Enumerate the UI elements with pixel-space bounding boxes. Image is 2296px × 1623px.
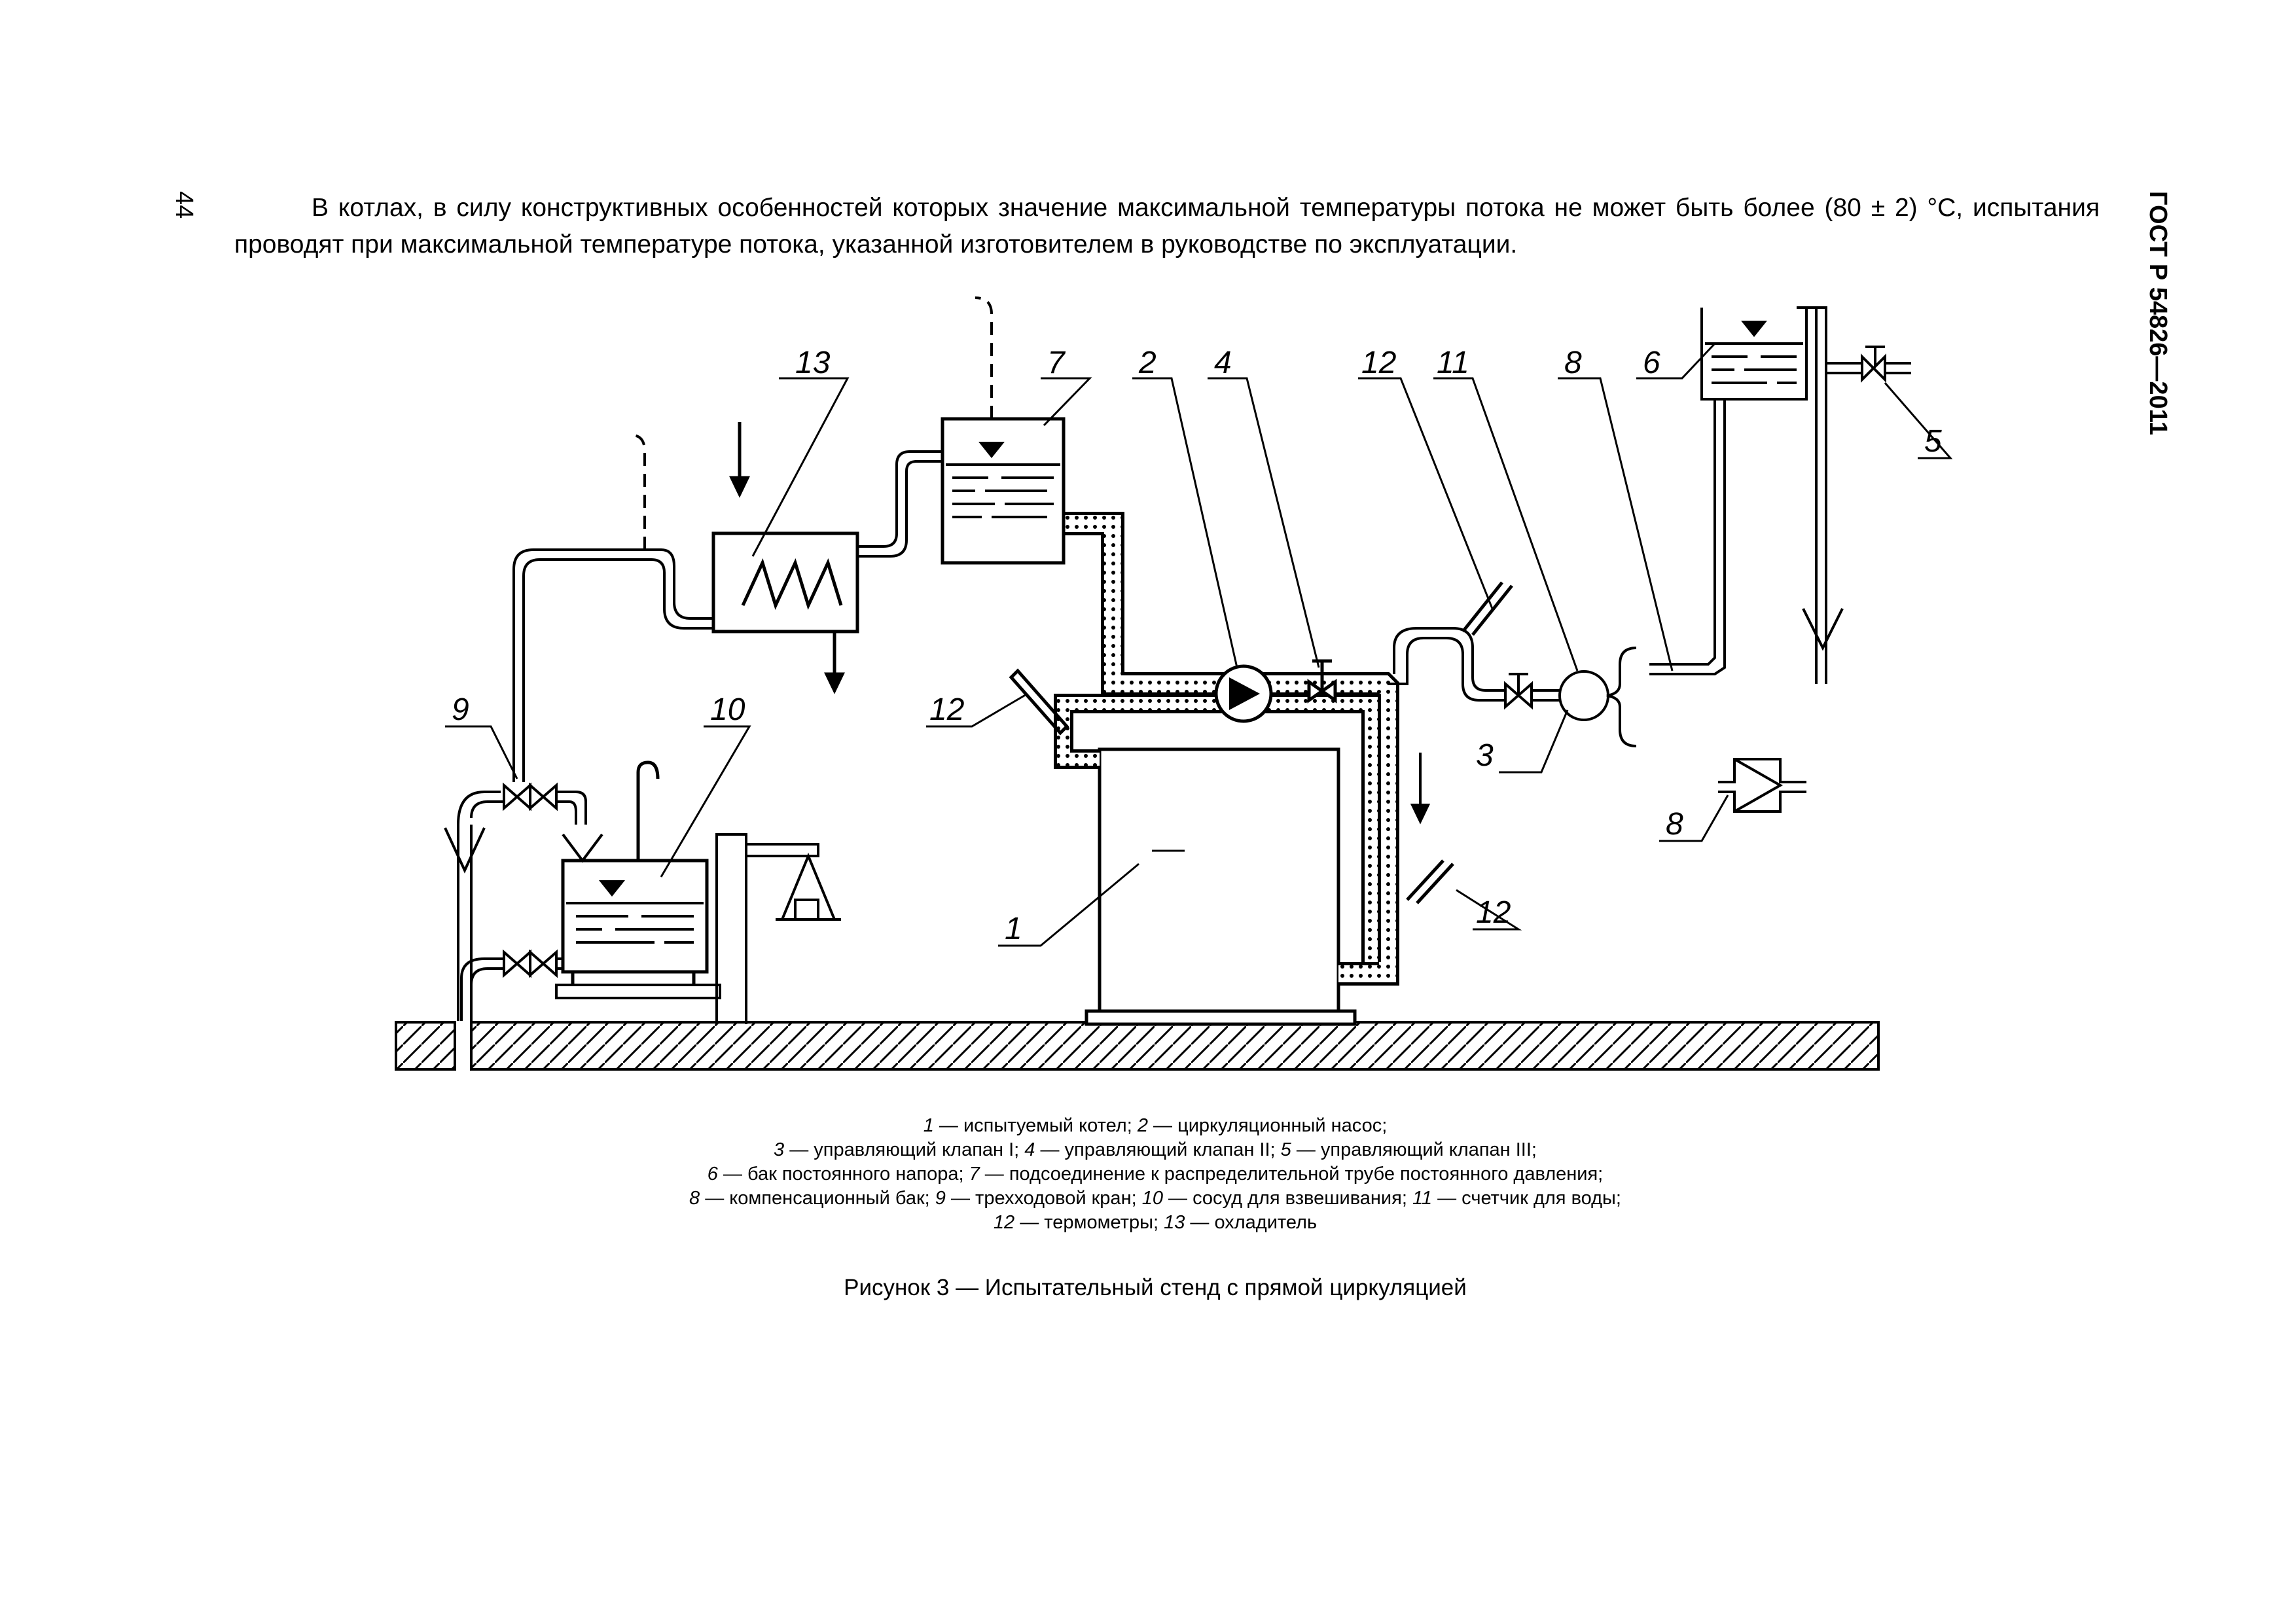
control-valve-2 bbox=[1307, 659, 1337, 704]
callout-8-a: 8 bbox=[1564, 346, 1582, 380]
callout-5: 5 bbox=[1924, 424, 1942, 459]
legend-line-3: 6 — бак постоянного напора; 7 — подсоеди… bbox=[707, 1164, 1604, 1185]
three-way-valve bbox=[444, 782, 603, 1021]
floor bbox=[395, 1021, 1880, 1071]
callout-12-a: 12 bbox=[1361, 346, 1396, 380]
callout-3: 3 bbox=[1476, 738, 1494, 773]
figure-legend: 1 — испытуемый котел; 2 — циркуляционный… bbox=[393, 1114, 1918, 1235]
callout-7: 7 bbox=[1047, 346, 1066, 380]
callout-12-b: 12 bbox=[929, 692, 964, 727]
callout-1: 1 bbox=[1005, 912, 1022, 946]
callout-11: 11 bbox=[1437, 346, 1469, 380]
callout-8-b: 8 bbox=[1666, 807, 1683, 842]
intro-paragraph: В котлах, в силу конструктивных особенно… bbox=[234, 194, 2100, 259]
callout-4: 4 bbox=[1214, 346, 1232, 380]
thermometers bbox=[1009, 581, 1513, 904]
callout-10: 10 bbox=[710, 692, 745, 727]
weighing-vessel bbox=[555, 760, 841, 1024]
water-meter-branch bbox=[1388, 627, 1609, 825]
figure-caption: Рисунок 3 — Испытательный стенд с прямой… bbox=[844, 1275, 1467, 1300]
callout-12-c: 12 bbox=[1476, 895, 1511, 930]
legend-line-5: 12 — термометры; 13 — охладитель bbox=[993, 1212, 1318, 1233]
callout-6: 6 bbox=[1643, 346, 1660, 380]
constant-pressure-tank bbox=[941, 296, 1066, 565]
insulated-pipe bbox=[1054, 512, 1399, 986]
callout-2: 2 bbox=[1138, 346, 1157, 380]
cooler bbox=[711, 422, 859, 694]
circulation-pump bbox=[1214, 664, 1273, 723]
compensation-tank-water bbox=[1705, 321, 1803, 384]
legend-line-1: 1 — испытуемый котел; 2 — циркуляционный… bbox=[923, 1115, 1388, 1136]
leader-lines bbox=[445, 342, 1953, 947]
callout-labels: 13 7 2 4 12 11 8 6 5 12 9 10 3 8 1 12 bbox=[452, 346, 1942, 946]
compensation-tank bbox=[1606, 306, 1911, 813]
callout-9: 9 bbox=[452, 692, 469, 727]
legend-line-4: 8 — компенсационный бак; 9 — трехходовой… bbox=[689, 1188, 1621, 1209]
callout-13: 13 bbox=[795, 346, 831, 380]
cooler-pipes bbox=[512, 434, 942, 782]
legend-line-2: 3 — управляющий клапан I; 4 — управляющи… bbox=[774, 1139, 1537, 1160]
boiler bbox=[1085, 747, 1357, 1026]
